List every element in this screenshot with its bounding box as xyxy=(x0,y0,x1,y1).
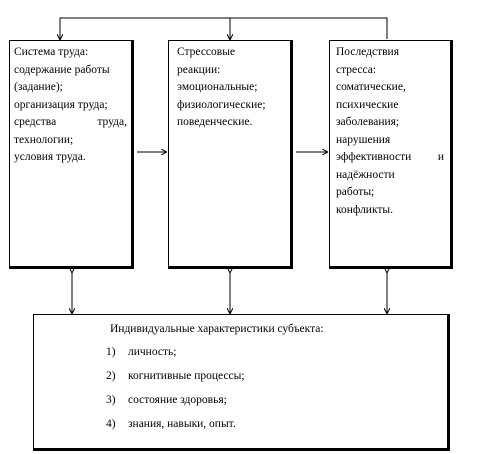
feedback-loop-arrow xyxy=(59,17,388,39)
list-item-text: знания, навыки, опыт. xyxy=(128,418,236,430)
box-text-line: реакции: xyxy=(177,63,221,76)
box-text-line: работы; xyxy=(336,186,375,198)
box-text-line: организация труда; xyxy=(14,98,108,111)
list-item: 3) состояние здоровья; xyxy=(106,392,447,409)
box-text-line: поведенческие. xyxy=(177,116,253,128)
stress-consequences-box: Последствия стресса: соматические, психичес… xyxy=(329,40,453,269)
box-text-line: стресса: xyxy=(336,63,377,76)
box-text-line: (задание); xyxy=(14,81,63,93)
list-item: 4) знания, навыки, опыт. xyxy=(106,416,447,433)
box-text-line: соматические, xyxy=(336,81,406,93)
list-item-text: когнитивные процессы; xyxy=(128,370,245,382)
work-system-text: Система труда: содержание работы (задание)… xyxy=(14,44,127,167)
box-text-line: средства труда, xyxy=(14,114,127,132)
box-text-line: условия труда. xyxy=(14,151,86,163)
list-item-number: 4) xyxy=(106,418,116,430)
box-text-line: нарушения xyxy=(336,133,391,146)
box-text-word: и xyxy=(437,151,444,163)
box-text-line: психические xyxy=(336,98,399,111)
list-item-text: личность; xyxy=(128,346,177,358)
list-item: 2) когнитивные процессы; xyxy=(106,368,447,385)
box-text-line: содержание работы xyxy=(14,63,110,76)
individual-characteristics-box: Индивидуальные характеристики субъекта: … xyxy=(33,314,450,451)
work-system-box: Система труда: содержание работы (задание)… xyxy=(9,40,134,269)
box-text-line: заболевания; xyxy=(336,116,400,128)
list-item: 1) личность; xyxy=(106,344,447,361)
box-text-line: технологии; xyxy=(14,133,74,146)
list-item-number: 3) xyxy=(106,394,116,406)
box-text-line: Система труда: xyxy=(14,46,89,58)
box-text-line: эффективности и xyxy=(336,149,444,167)
list-item-number: 1) xyxy=(106,346,116,358)
stress-reactions-box: Стрессовые реакции: эмоциональные; физиолог… xyxy=(168,40,293,269)
box-text-line: Стрессовые xyxy=(177,46,236,58)
box-text-word: средства xyxy=(14,116,57,128)
stress-reactions-text: Стрессовые реакции: эмоциональные; физиолог… xyxy=(177,44,284,132)
box-text-line: эмоциональные; xyxy=(177,81,258,93)
box-text-line: надёжности xyxy=(336,168,395,181)
box-text-line: физиологические; xyxy=(177,98,266,111)
list-item-text: состояние здоровья; xyxy=(128,394,227,406)
box-text-line: Последствия xyxy=(336,46,399,58)
stress-consequences-text: Последствия стресса: соматические, психичес… xyxy=(336,44,444,219)
box-text-word: эффективности xyxy=(336,151,412,163)
individual-characteristics-list: 1) личность; 2) когнитивные процессы; 3) сост… xyxy=(106,344,447,433)
list-item-number: 2) xyxy=(106,370,116,382)
box-text-word: труда, xyxy=(97,116,127,128)
box-text-line: конфликты. xyxy=(336,203,394,216)
individual-characteristics-title: Индивидуальные характеристики субъекта: xyxy=(110,323,324,335)
